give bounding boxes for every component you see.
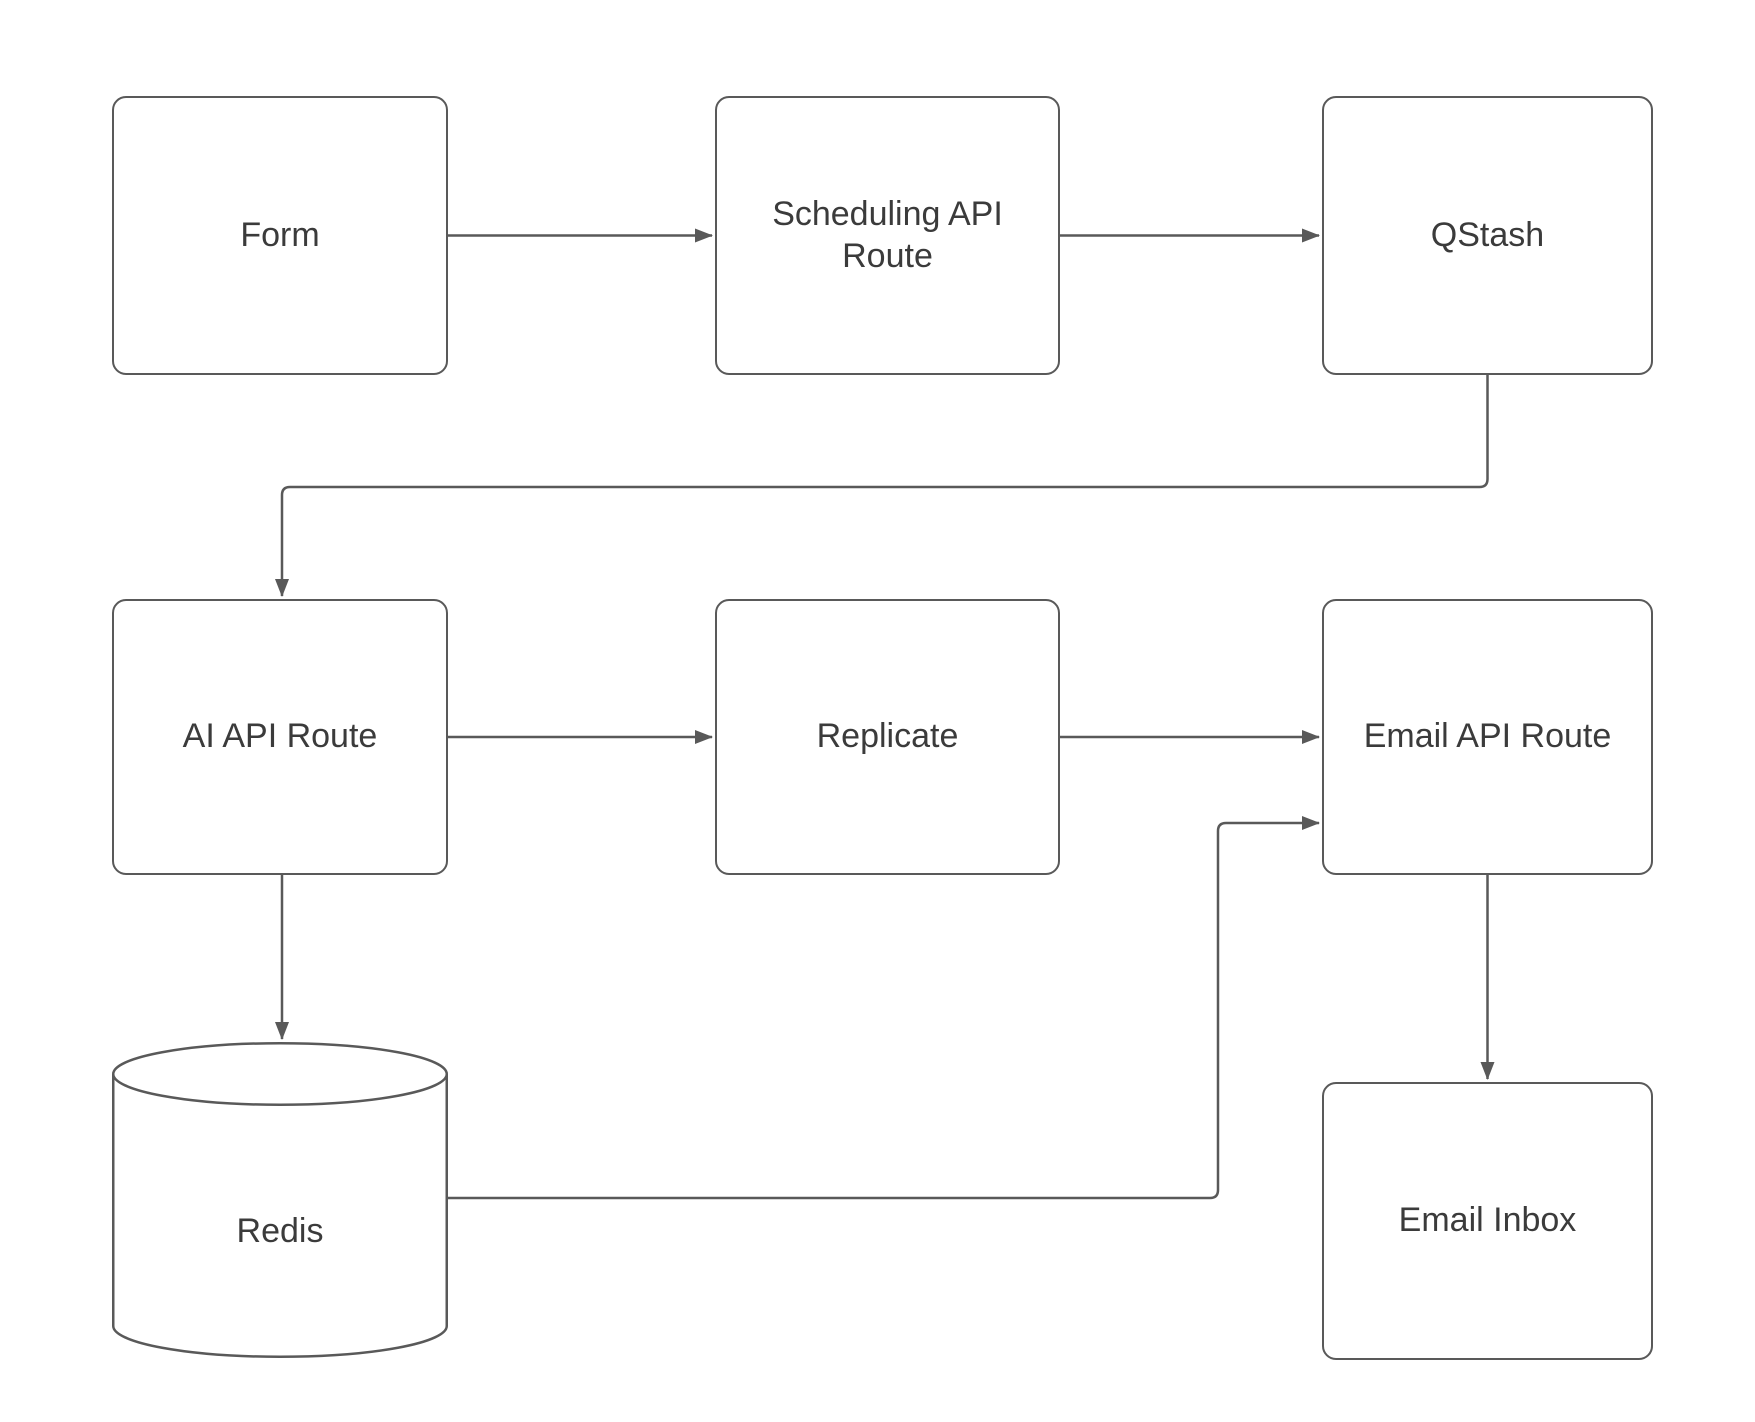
node-ai-api-route-label: AI API Route [182,717,378,756]
node-redis: Redis [112,1042,448,1358]
edge-qstash-to-ai-api-route [275,375,1489,597]
node-form: Form [112,96,448,375]
node-qstash: QStash [1322,96,1653,375]
node-email-api-route: Email API Route [1322,599,1653,875]
database-cylinder-icon [112,1042,448,1358]
node-email-inbox-label: Email Inbox [1398,1201,1577,1240]
node-email-api-route-label: Email API Route [1363,717,1612,756]
node-qstash-label: QStash [1430,215,1545,254]
node-email-inbox: Email Inbox [1322,1082,1653,1360]
node-redis-label: Redis [236,1212,324,1251]
node-form-label: Form [240,215,320,254]
node-scheduling-api-route-label: Scheduling API Route [772,195,1003,275]
node-ai-api-route: AI API Route [112,599,448,875]
node-replicate: Replicate [715,599,1060,875]
node-scheduling-api-route: Scheduling API Route [715,96,1060,375]
edge-redis-to-email-api-route [448,816,1320,1200]
node-replicate-label: Replicate [816,717,959,756]
